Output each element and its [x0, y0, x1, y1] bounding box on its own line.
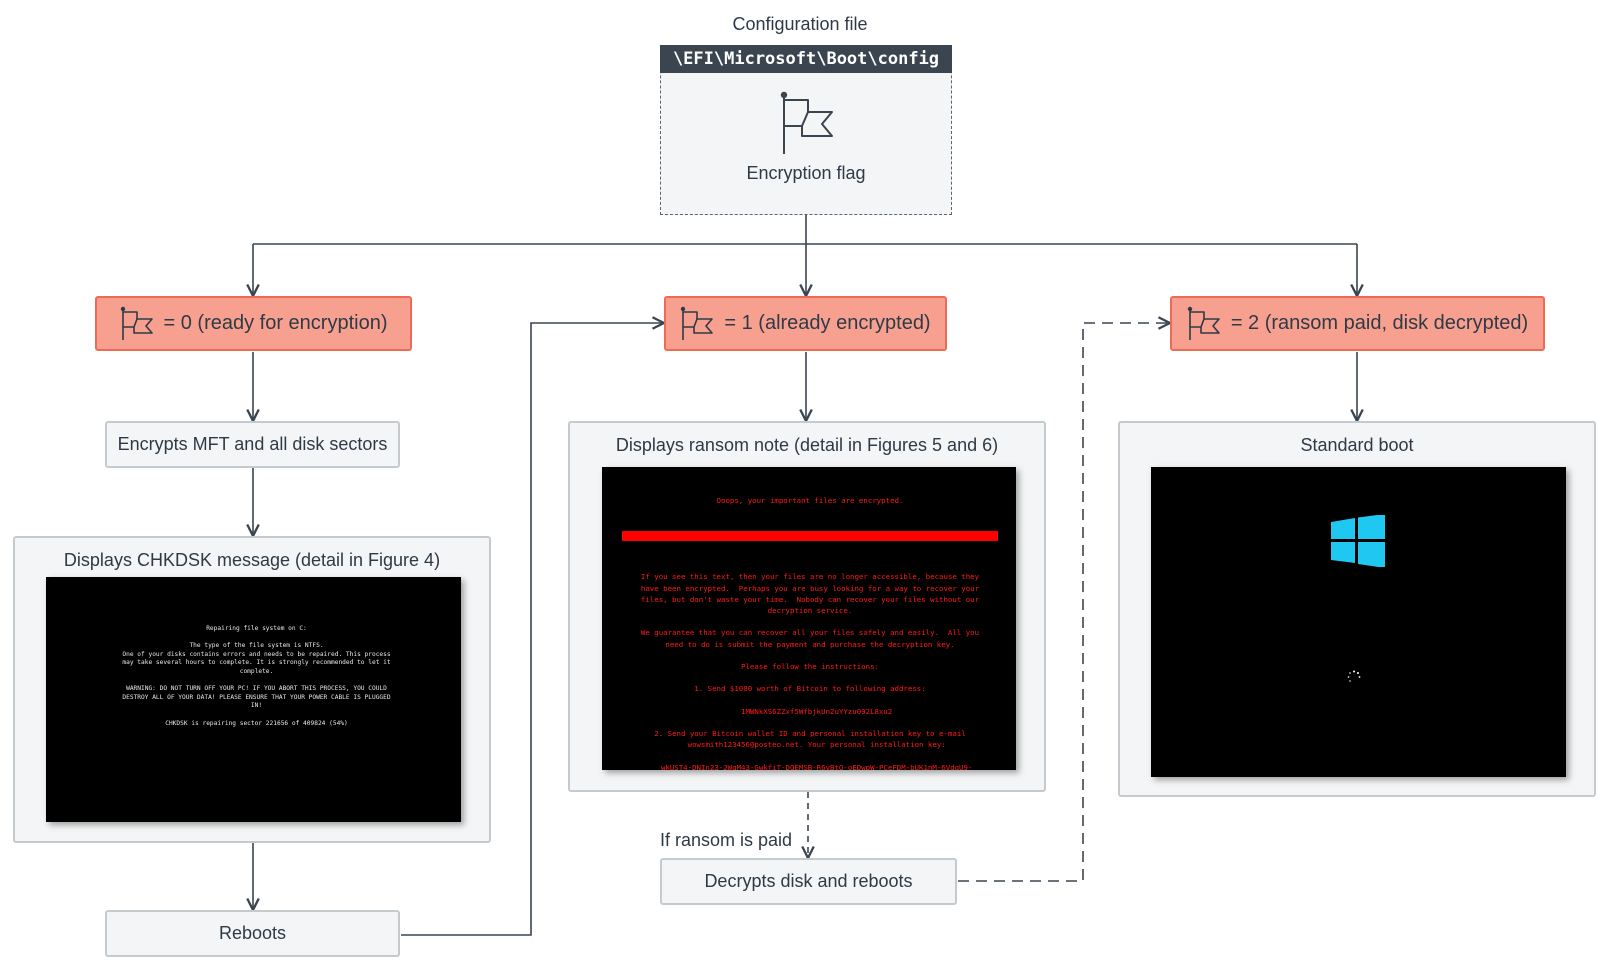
flag-icon: [120, 306, 153, 340]
ransom-panel-title: Displays ransom note (detail in Figures …: [615, 435, 999, 455]
config-file-path: \EFI\Microsoft\Boot\config: [660, 45, 952, 73]
reboots-label: Reboots: [218, 923, 287, 943]
decrypts-label: Decrypts disk and reboots: [704, 871, 913, 891]
encrypts-label: Encrypts MFT and all disk sectors: [117, 434, 388, 454]
config-file-title: Configuration file: [732, 14, 868, 34]
windows-logo-icon: [1331, 515, 1385, 567]
flag-icon: [681, 306, 714, 340]
ransom-red-bar: [622, 531, 998, 542]
chkdsk-screen: Repairing file system on C: The type of …: [46, 577, 461, 822]
windows-boot-screen: [1151, 467, 1566, 777]
chkdsk-panel-title: Displays CHKDSK message (detail in Figur…: [63, 550, 441, 570]
state-2-box: = 2 (ransom paid, disk decrypted): [1170, 296, 1545, 351]
ransom-panel: Displays ransom note (detail in Figures …: [568, 421, 1046, 792]
decrypts-box: Decrypts disk and reboots: [660, 858, 957, 905]
standard-boot-panel: Standard boot: [1118, 421, 1596, 797]
standard-boot-title: Standard boot: [1300, 435, 1414, 455]
config-file-box: [660, 45, 952, 215]
reboot-to-state1-arrow: [401, 323, 664, 936]
encryption-flag-label: Encryption flag: [746, 163, 866, 183]
encrypts-box: Encrypts MFT and all disk sectors: [105, 421, 400, 468]
flag-icon: [780, 91, 833, 154]
state-0-box: = 0 (ready for encryption): [95, 296, 412, 351]
chkdsk-panel: Displays CHKDSK message (detail in Figur…: [13, 536, 491, 843]
loading-spinner-icon: [1347, 670, 1361, 682]
ransom-body: If you see this text, then your files ar…: [640, 572, 980, 770]
reboots-box: Reboots: [105, 910, 400, 957]
state-0-label: = 0 (ready for encryption): [163, 312, 388, 334]
ransom-screen: Ooops, your important files are encrypte…: [602, 467, 1016, 770]
state-1-label: = 1 (already encrypted): [724, 312, 931, 334]
decrypt-to-state2-arrow: [958, 323, 1170, 882]
state-1-box: = 1 (already encrypted): [664, 296, 947, 351]
if-ransom-paid-label: If ransom is paid: [660, 830, 793, 850]
ransom-heading: Ooops, your important files are encrypte…: [716, 496, 904, 506]
state-2-label: = 2 (ransom paid, disk decrypted): [1230, 312, 1529, 334]
flag-icon: [1187, 306, 1220, 340]
